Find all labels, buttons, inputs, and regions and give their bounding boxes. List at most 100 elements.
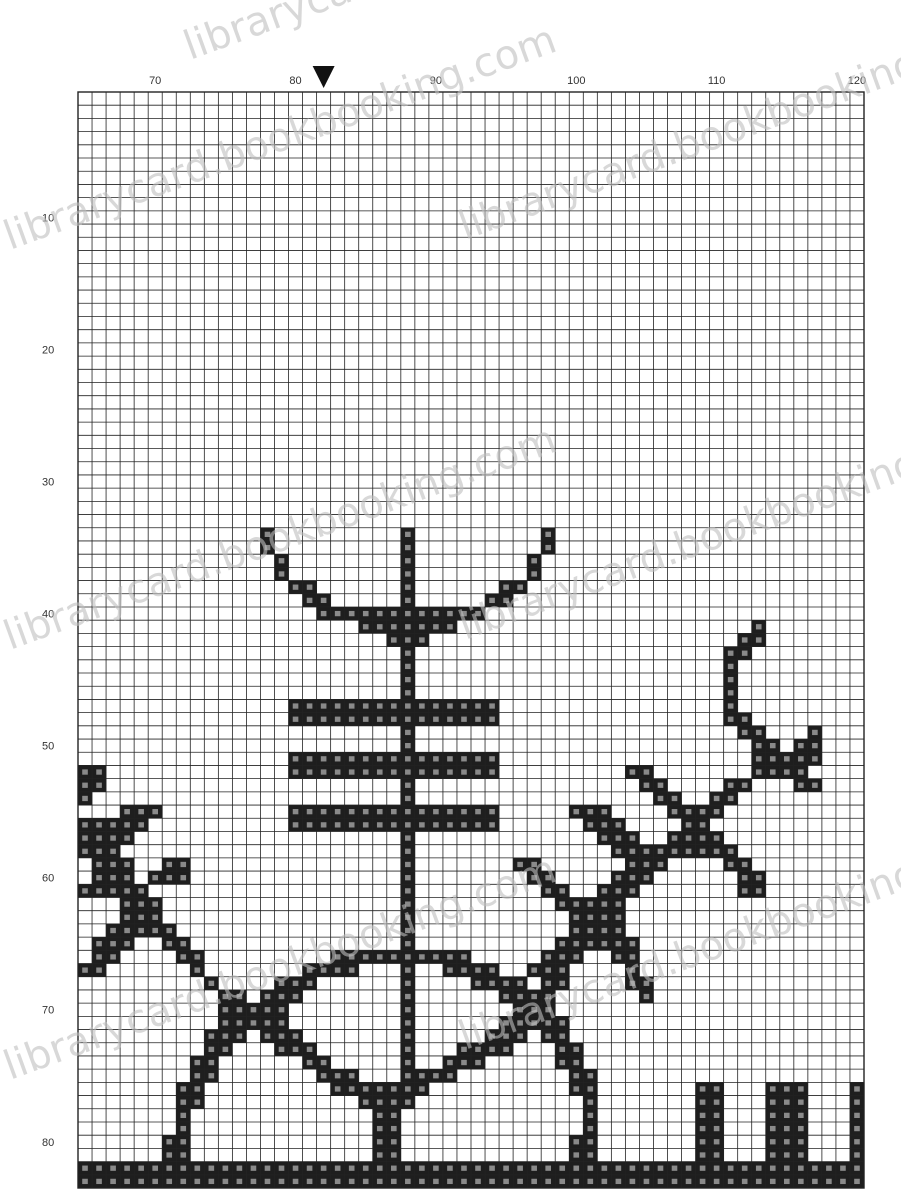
stitch-highlight [433,822,439,827]
stitch-highlight [616,928,622,933]
stitch-highlight [461,1166,467,1171]
stitch-highlight [672,796,678,801]
stitch-highlight [237,1007,243,1012]
stitch-highlight [447,1060,453,1065]
stitch-highlight [82,822,88,827]
stitch-highlight [335,717,341,722]
stitch-highlight [812,730,818,735]
stitch-highlight [180,1139,186,1144]
stitch-highlight [405,1007,411,1012]
stitch-highlight [616,822,622,827]
stitch-highlight [630,1179,636,1184]
stitch-highlight [700,849,706,854]
stitch-highlight [644,862,650,867]
stitch-highlight [391,769,397,774]
stitch-highlight [82,888,88,893]
stitch-highlight [377,756,383,761]
stitch-highlight [573,941,579,946]
stitch-highlight [96,941,102,946]
stitch-highlight [489,822,495,827]
stitch-highlight [195,1100,201,1105]
stitch-highlight [377,822,383,827]
stitch-highlight [770,1086,776,1091]
stitch-highlight [335,611,341,616]
stitch-highlight [545,1179,551,1184]
stitch-highlight [391,1152,397,1157]
stitch-highlight [391,1100,397,1105]
stitch-highlight [784,1126,790,1131]
stitch-highlight [152,901,158,906]
stitch-highlight [363,756,369,761]
stitch-highlight [559,954,565,959]
stitch-highlight [616,849,622,854]
stitch-highlight [784,1152,790,1157]
stitch-highlight [195,1179,201,1184]
stitch-highlight [419,1086,425,1091]
stitch-highlight [96,875,102,880]
stitch-highlight [616,1166,622,1171]
stitch-highlight [124,928,130,933]
stitch-highlight [377,717,383,722]
stitch-highlight [82,796,88,801]
stitch-highlight [405,664,411,669]
stitch-highlight [363,717,369,722]
stitch-highlight [321,1073,327,1078]
stitch-highlight [293,1179,299,1184]
stitch-highlight [349,809,355,814]
stitch-highlight [826,1166,832,1171]
stitch-highlight [138,1179,144,1184]
stitch-highlight [405,849,411,854]
stitch-highlight [363,1179,369,1184]
stitch-highlight [742,888,748,893]
stitch-highlight [223,1034,229,1039]
stitch-highlight [770,769,776,774]
stitch-highlight [573,1047,579,1052]
stitch-highlight [503,1179,509,1184]
stitch-highlight [82,783,88,788]
stitch-highlight [489,769,495,774]
stitch-highlight [405,1073,411,1078]
stitch-highlight [559,1166,565,1171]
stitch-highlight [573,1152,579,1157]
stitch-highlight [363,624,369,629]
stitch-highlight [714,835,720,840]
stitch-highlight [475,809,481,814]
stitch-highlight [770,743,776,748]
stitch-highlight [405,651,411,656]
stitch-highlight [293,1034,299,1039]
stitch-highlight [96,967,102,972]
stitch-highlight [588,1100,594,1105]
stitch-highlight [784,1113,790,1118]
stitch-highlight [110,822,116,827]
stitch-highlight [419,769,425,774]
stitch-highlight [391,822,397,827]
stitch-highlight [700,1139,706,1144]
stitch-highlight [321,717,327,722]
stitch-highlight [405,677,411,682]
stitch-highlight [489,717,495,722]
stitch-highlight [363,809,369,814]
stitch-highlight [672,1166,678,1171]
stitch-highlight [293,822,299,827]
stitch-highlight [307,822,313,827]
stitch-highlight [573,915,579,920]
stitch-highlight [279,571,285,576]
stitch-highlight [391,809,397,814]
stitch-highlight [728,796,734,801]
stitch-highlight [279,1034,285,1039]
stitch-highlight [110,849,116,854]
stitch-highlight [714,1152,720,1157]
stitch-highlight [166,1179,172,1184]
stitch-highlight [714,1126,720,1131]
stitch-highlight [588,901,594,906]
stitch-highlight [742,862,748,867]
stitch-highlight [96,849,102,854]
stitch-highlight [489,1179,495,1184]
stitch-highlight [658,849,664,854]
stitch-highlight [602,915,608,920]
stitch-highlight [658,862,664,867]
stitch-highlight [82,835,88,840]
stitch-highlight [672,809,678,814]
stitch-highlight [209,1047,215,1052]
stitch-highlight [152,928,158,933]
